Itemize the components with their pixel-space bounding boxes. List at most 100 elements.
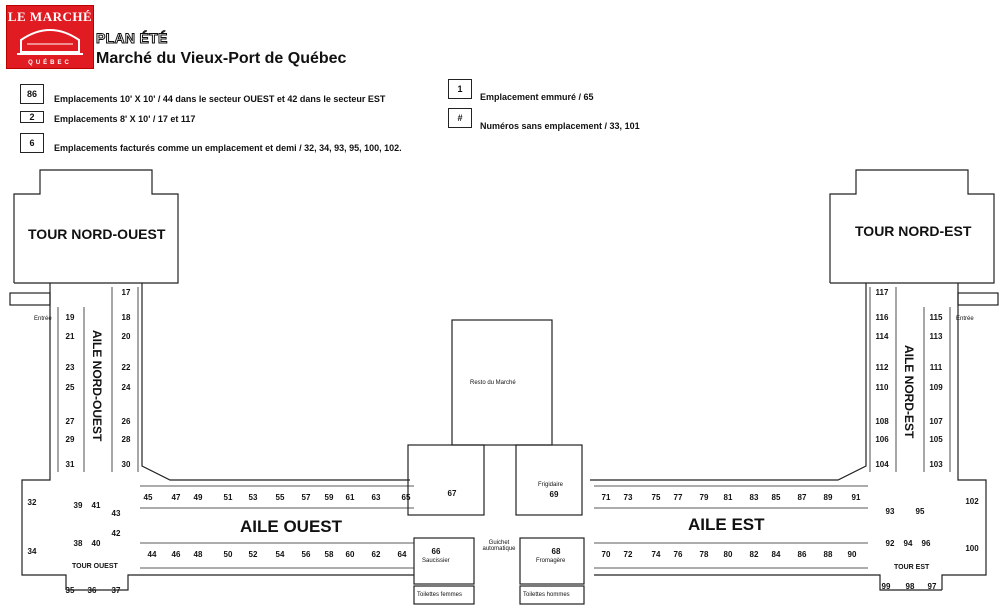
- stall-105[interactable]: 105: [929, 435, 943, 444]
- stall-24[interactable]: 24: [121, 383, 131, 392]
- stall-41[interactable]: 41: [91, 501, 101, 510]
- stall-87[interactable]: 87: [797, 493, 807, 502]
- stall-68[interactable]: 68: [551, 547, 561, 556]
- stall-83[interactable]: 83: [749, 493, 759, 502]
- stall-96[interactable]: 96: [921, 539, 931, 548]
- stall-117[interactable]: 117: [875, 288, 889, 297]
- stall-77[interactable]: 77: [673, 493, 683, 502]
- stall-95[interactable]: 95: [915, 507, 925, 516]
- stall-37[interactable]: 37: [111, 586, 121, 595]
- stall-79[interactable]: 79: [699, 493, 709, 502]
- stall-19[interactable]: 19: [65, 313, 75, 322]
- stall-94[interactable]: 94: [903, 539, 913, 548]
- stall-65[interactable]: 65: [401, 493, 411, 502]
- stall-25[interactable]: 25: [65, 383, 75, 392]
- stall-76[interactable]: 76: [673, 550, 683, 559]
- stall-47[interactable]: 47: [171, 493, 181, 502]
- stall-55[interactable]: 55: [275, 493, 285, 502]
- stall-46[interactable]: 46: [171, 550, 181, 559]
- stall-38[interactable]: 38: [73, 539, 83, 548]
- stall-66[interactable]: 66: [431, 547, 441, 556]
- tour-nord-est-label: TOUR NORD-EST: [855, 223, 972, 239]
- stall-104[interactable]: 104: [875, 460, 889, 469]
- stall-57[interactable]: 57: [301, 493, 311, 502]
- stall-28[interactable]: 28: [121, 435, 131, 444]
- stall-32[interactable]: 32: [27, 498, 37, 507]
- stall-17[interactable]: 17: [121, 288, 131, 297]
- stall-54[interactable]: 54: [275, 550, 285, 559]
- stall-62[interactable]: 62: [371, 550, 381, 559]
- stall-53[interactable]: 53: [248, 493, 258, 502]
- stall-40[interactable]: 40: [91, 539, 101, 548]
- stall-56[interactable]: 56: [301, 550, 311, 559]
- stall-108[interactable]: 108: [875, 417, 889, 426]
- stall-90[interactable]: 90: [847, 550, 857, 559]
- stall-21[interactable]: 21: [65, 332, 75, 341]
- stall-112[interactable]: 112: [875, 363, 889, 372]
- stall-81[interactable]: 81: [723, 493, 733, 502]
- stall-52[interactable]: 52: [248, 550, 258, 559]
- stall-84[interactable]: 84: [771, 550, 781, 559]
- stall-51[interactable]: 51: [223, 493, 233, 502]
- stall-115[interactable]: 115: [929, 313, 943, 322]
- stall-42[interactable]: 42: [111, 529, 121, 538]
- stall-75[interactable]: 75: [651, 493, 661, 502]
- stall-93[interactable]: 93: [885, 507, 895, 516]
- stall-100[interactable]: 100: [965, 544, 979, 553]
- stall-44[interactable]: 44: [147, 550, 157, 559]
- stall-39[interactable]: 39: [73, 501, 83, 510]
- stall-99[interactable]: 99: [881, 582, 891, 591]
- stall-91[interactable]: 91: [851, 493, 861, 502]
- stall-34[interactable]: 34: [27, 547, 37, 556]
- stall-113[interactable]: 113: [929, 332, 943, 341]
- stall-50[interactable]: 50: [223, 550, 233, 559]
- stall-43[interactable]: 43: [111, 509, 121, 518]
- stall-78[interactable]: 78: [699, 550, 709, 559]
- stall-27[interactable]: 27: [65, 417, 75, 426]
- stall-58[interactable]: 58: [324, 550, 334, 559]
- stall-26[interactable]: 26: [121, 417, 131, 426]
- stall-22[interactable]: 22: [121, 363, 131, 372]
- stall-98[interactable]: 98: [905, 582, 915, 591]
- stall-111[interactable]: 111: [929, 363, 943, 372]
- stall-18[interactable]: 18: [121, 313, 131, 322]
- stall-72[interactable]: 72: [623, 550, 633, 559]
- stall-36[interactable]: 36: [87, 586, 97, 595]
- stall-30[interactable]: 30: [121, 460, 131, 469]
- stall-85[interactable]: 85: [771, 493, 781, 502]
- stall-92[interactable]: 92: [885, 539, 895, 548]
- stall-103[interactable]: 103: [929, 460, 943, 469]
- stall-114[interactable]: 114: [875, 332, 889, 341]
- stall-97[interactable]: 97: [927, 582, 937, 591]
- stall-49[interactable]: 49: [193, 493, 203, 502]
- stall-74[interactable]: 74: [651, 550, 661, 559]
- stall-45[interactable]: 45: [143, 493, 153, 502]
- stall-23[interactable]: 23: [65, 363, 75, 372]
- stall-69[interactable]: 69: [549, 490, 559, 499]
- stall-70[interactable]: 70: [601, 550, 611, 559]
- stall-20[interactable]: 20: [121, 332, 131, 341]
- stall-110[interactable]: 110: [875, 383, 889, 392]
- stall-102[interactable]: 102: [965, 497, 979, 506]
- stall-64[interactable]: 64: [397, 550, 407, 559]
- stall-82[interactable]: 82: [749, 550, 759, 559]
- stall-61[interactable]: 61: [345, 493, 355, 502]
- stall-60[interactable]: 60: [345, 550, 355, 559]
- stall-71[interactable]: 71: [601, 493, 611, 502]
- stall-48[interactable]: 48: [193, 550, 203, 559]
- stall-35[interactable]: 35: [65, 586, 75, 595]
- stall-63[interactable]: 63: [371, 493, 381, 502]
- stall-86[interactable]: 86: [797, 550, 807, 559]
- stall-89[interactable]: 89: [823, 493, 833, 502]
- stall-80[interactable]: 80: [723, 550, 733, 559]
- stall-73[interactable]: 73: [623, 493, 633, 502]
- stall-106[interactable]: 106: [875, 435, 889, 444]
- stall-29[interactable]: 29: [65, 435, 75, 444]
- stall-116[interactable]: 116: [875, 313, 889, 322]
- stall-88[interactable]: 88: [823, 550, 833, 559]
- stall-107[interactable]: 107: [929, 417, 943, 426]
- stall-109[interactable]: 109: [929, 383, 943, 392]
- stall-67[interactable]: 67: [447, 489, 457, 498]
- stall-31[interactable]: 31: [65, 460, 75, 469]
- stall-59[interactable]: 59: [324, 493, 334, 502]
